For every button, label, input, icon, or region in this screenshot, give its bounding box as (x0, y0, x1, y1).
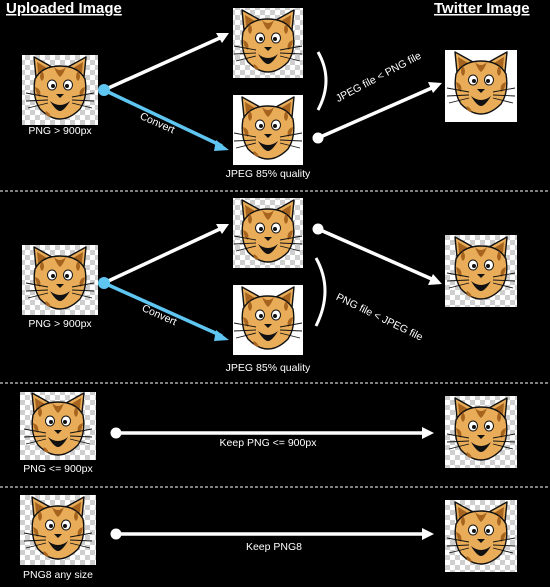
result-arrowhead-1 (428, 82, 442, 93)
compare-bracket-1 (316, 51, 328, 111)
copy-arrowhead-1 (216, 33, 229, 43)
keep-label-3: Keep PNG <= 900px (220, 437, 318, 449)
keep-label-4: Keep PNG8 (246, 541, 302, 553)
result-dot-1 (312, 132, 324, 144)
row-3: PNG <= 900px Keep PNG <= 900px (20, 392, 517, 475)
twitter-image-header: Twitter Image (434, 0, 530, 17)
keep-arrowhead-3 (422, 427, 434, 439)
uploaded-image-header: Uploaded Image (6, 0, 122, 17)
source-label-2: PNG > 900px (28, 318, 92, 330)
source-label-4: PNG8 any size (23, 569, 93, 581)
source-label-1: PNG > 900px (28, 125, 92, 137)
result-arrow-1 (317, 85, 435, 140)
row-4: PNG8 any size Keep PNG8 (20, 495, 517, 581)
result-arrow-2 (317, 227, 435, 282)
copy-arrow-2 (103, 226, 223, 285)
compare-bracket-2 (314, 257, 327, 327)
convert-arrowhead-2 (214, 330, 229, 341)
jpeg-label-1: JPEG 85% quality (226, 168, 311, 180)
convert-arrow-1 (103, 88, 223, 148)
source-label-3: PNG <= 900px (23, 463, 93, 475)
keep-dot-3 (110, 427, 122, 439)
compare-label-2: PNG file < JPEG file (334, 291, 425, 343)
branch-dot-2 (98, 277, 110, 289)
convert-arrow-2 (103, 281, 223, 338)
branch-dot-1 (98, 84, 110, 96)
result-dot-2 (312, 223, 324, 235)
keep-arrowhead-4 (422, 528, 434, 540)
convert-arrowhead-1 (214, 140, 229, 151)
copy-arrow-1 (103, 35, 223, 92)
result-arrowhead-2 (428, 274, 442, 285)
row-2: PNG > 900px JPEG 85% quality Convert PNG… (22, 198, 517, 374)
keep-dot-4 (110, 528, 122, 540)
jpeg-label-2: JPEG 85% quality (226, 362, 311, 374)
row-1: PNG > 900px JPEG 85% quality Convert JPE… (22, 8, 517, 180)
copy-arrowhead-2 (216, 224, 229, 234)
